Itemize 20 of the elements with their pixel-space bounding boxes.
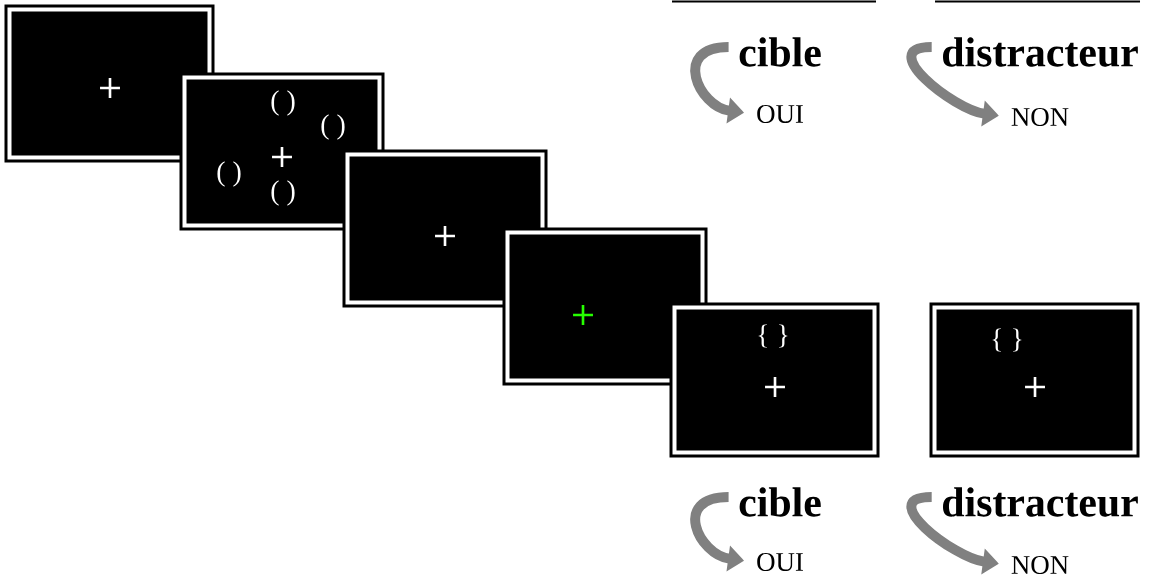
fixation-cross: + <box>765 377 785 397</box>
parenthesis-stimulus: ( ) <box>321 114 345 140</box>
fixation-cross: + <box>1025 377 1045 397</box>
heading-word: cible <box>739 37 821 67</box>
brace-stimulus: { } <box>992 328 1022 352</box>
answer-word: OUI <box>757 552 803 572</box>
parenthesis-stimulus: ( ) <box>217 161 241 187</box>
parenthesis-stimulus: ( ) <box>271 180 295 206</box>
fixation-cross: + <box>272 147 292 167</box>
answer-word: NON <box>1011 107 1069 127</box>
parenthesis-stimulus: ( ) <box>271 90 295 116</box>
heading-word: distracteur <box>943 487 1138 517</box>
brace-stimulus: { } <box>758 324 788 348</box>
heading-word: distracteur <box>943 37 1138 67</box>
fixation-cross: + <box>100 78 120 98</box>
answer-word: NON <box>1011 555 1069 575</box>
fixation-cross: + <box>573 305 593 325</box>
answer-word: OUI <box>757 104 803 124</box>
fixation-cross: + <box>435 226 455 246</box>
heading-word: cible <box>739 487 821 517</box>
